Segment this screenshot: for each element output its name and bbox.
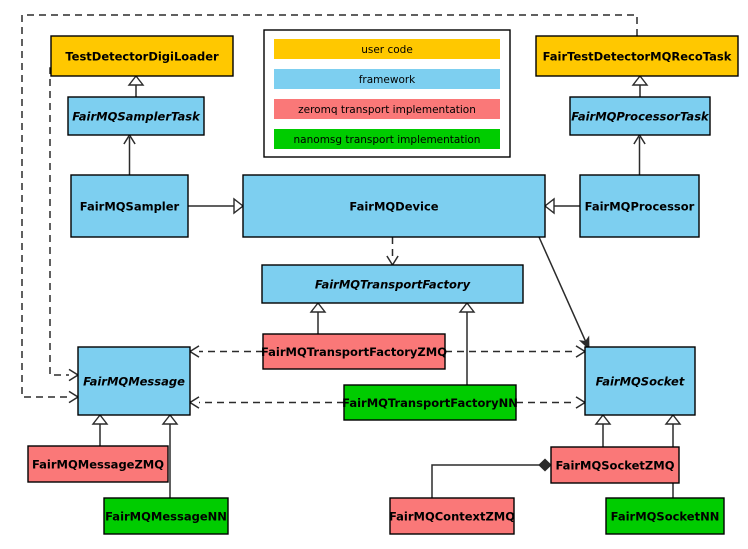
class-node-FairTestDetectorMQRecoTask[interactable]: FairTestDetectorMQRecoTask: [535, 35, 739, 77]
legend-swatch: [274, 99, 500, 119]
class-node-FairMQDevice[interactable]: FairMQDevice: [242, 174, 546, 238]
class-name-label: FairTestDetectorMQRecoTask: [543, 50, 732, 64]
class-node-FairMQTransportFactory[interactable]: FairMQTransportFactory: [261, 264, 524, 304]
class-name-label: FairMQTransportFactoryNN: [342, 396, 518, 410]
arrow-open-message-nn: [188, 396, 200, 409]
legend-item-2: zeromq transport implementation: [274, 99, 500, 119]
edge-recotask-message: [21, 14, 638, 398]
class-box[interactable]: [70, 174, 189, 238]
class-name-label: FairMQSocketZMQ: [556, 459, 675, 473]
legend-swatch: [274, 129, 500, 149]
legend-swatch: [274, 69, 500, 89]
class-node-TestDetectorDigiLoader[interactable]: TestDetectorDigiLoader: [50, 35, 234, 77]
legend-label: user code: [361, 44, 413, 56]
legend-label: nanomsg transport implementation: [294, 134, 481, 146]
class-box[interactable]: [550, 446, 680, 484]
class-name-label: FairMQSampler: [80, 200, 180, 214]
class-name-label: TestDetectorDigiLoader: [65, 50, 219, 64]
class-name-label: FairMQMessage: [83, 375, 185, 389]
class-box[interactable]: [535, 35, 739, 77]
arrow-generalization-device-left: [233, 197, 245, 215]
edge-socketzmq-contextzmq: [431, 464, 540, 498]
arrow-generalization-socket-zmq: [594, 413, 612, 425]
class-box[interactable]: [584, 346, 696, 416]
arrow-generalization-factory-nn: [458, 301, 476, 313]
class-name-label: FairMQMessageNN: [105, 510, 227, 524]
arrow-generalization-message-nn: [161, 413, 179, 425]
class-name-label: FairMQContextZMQ: [389, 510, 515, 524]
class-node-FairMQSocketNN[interactable]: FairMQSocketNN: [605, 497, 725, 535]
class-box[interactable]: [389, 497, 515, 535]
class-node-FairMQProcessor[interactable]: FairMQProcessor: [579, 174, 700, 238]
class-box[interactable]: [261, 264, 524, 304]
arrow-generalization-message-zmq: [91, 413, 109, 425]
arrow-generalization-socket-nn: [664, 413, 682, 425]
class-box[interactable]: [77, 346, 191, 416]
arrow-open-message-digiloader: [68, 368, 80, 382]
class-node-FairMQSocketZMQ[interactable]: FairMQSocketZMQ: [550, 446, 680, 484]
edge-device-socket: [538, 236, 587, 343]
diamond-composition-socketzmq: [538, 458, 552, 472]
arrow-filled-socket: [578, 335, 590, 351]
legend-label: zeromq transport implementation: [298, 104, 476, 116]
legend-item-3: nanomsg transport implementation: [274, 129, 500, 149]
legend-swatch: [274, 39, 500, 59]
arrow-generalization-factory-zmq: [309, 301, 327, 313]
class-name-label: FairMQSamplerTask: [72, 110, 201, 124]
class-box[interactable]: [27, 445, 169, 483]
class-node-FairMQMessageZMQ[interactable]: FairMQMessageZMQ: [27, 445, 169, 483]
class-box[interactable]: [569, 96, 711, 136]
class-name-label: FairMQTransportFactoryZMQ: [261, 345, 447, 359]
arrow-open-socket-zmq: [575, 345, 587, 358]
class-node-FairMQTransportFactoryZMQ[interactable]: FairMQTransportFactoryZMQ: [261, 333, 447, 370]
arrow-open-transportfactory: [386, 255, 399, 267]
class-node-FairMQMessageNN[interactable]: FairMQMessageNN: [103, 497, 229, 535]
node-layer: TestDetectorDigiLoader FairTestDetectorMQ…: [27, 35, 739, 535]
class-box[interactable]: [242, 174, 546, 238]
class-name-label: FairMQSocketNN: [611, 510, 720, 524]
arrow-open-message-zmq: [188, 345, 200, 358]
class-box[interactable]: [262, 333, 446, 370]
edge-digiloader-message: [49, 67, 69, 376]
class-node-FairMQMessage[interactable]: FairMQMessage: [77, 346, 191, 416]
legend-item-1: framework: [274, 69, 500, 89]
class-node-FairMQSampler[interactable]: FairMQSampler: [70, 174, 189, 238]
legend-label: framework: [359, 74, 416, 86]
class-name-label: FairMQProcessor: [585, 200, 695, 214]
class-node-FairMQProcessorTask[interactable]: FairMQProcessorTask: [569, 96, 711, 136]
legend-layer: user code framework zeromq transport imple…: [263, 29, 511, 158]
class-box[interactable]: [67, 96, 205, 136]
class-node-FairMQSocket[interactable]: FairMQSocket: [584, 346, 696, 416]
legend-item-0: user code: [274, 39, 500, 59]
class-node-FairMQContextZMQ[interactable]: FairMQContextZMQ: [389, 497, 515, 535]
class-name-label: FairMQMessageZMQ: [32, 458, 164, 472]
class-name-label: FairMQDevice: [349, 200, 438, 214]
class-node-FairMQTransportFactoryNN[interactable]: FairMQTransportFactoryNN: [342, 384, 518, 421]
class-box[interactable]: [579, 174, 700, 238]
class-name-label: FairMQSocket: [596, 375, 685, 389]
class-name-label: FairMQProcessorTask: [571, 110, 710, 124]
class-box[interactable]: [605, 497, 725, 535]
class-node-FairMQSamplerTask[interactable]: FairMQSamplerTask: [67, 96, 205, 136]
arrow-generalization-device-right: [543, 197, 555, 215]
arrow-open-message-recotask: [68, 390, 80, 404]
arrow-open-socket-nn: [575, 396, 587, 409]
class-box[interactable]: [50, 35, 234, 77]
arrow-generalization-digiloader: [127, 74, 145, 86]
class-box[interactable]: [103, 497, 229, 535]
class-box[interactable]: [343, 384, 517, 421]
class-name-label: FairMQTransportFactory: [315, 278, 471, 292]
arrow-generalization-recotask: [631, 74, 649, 86]
